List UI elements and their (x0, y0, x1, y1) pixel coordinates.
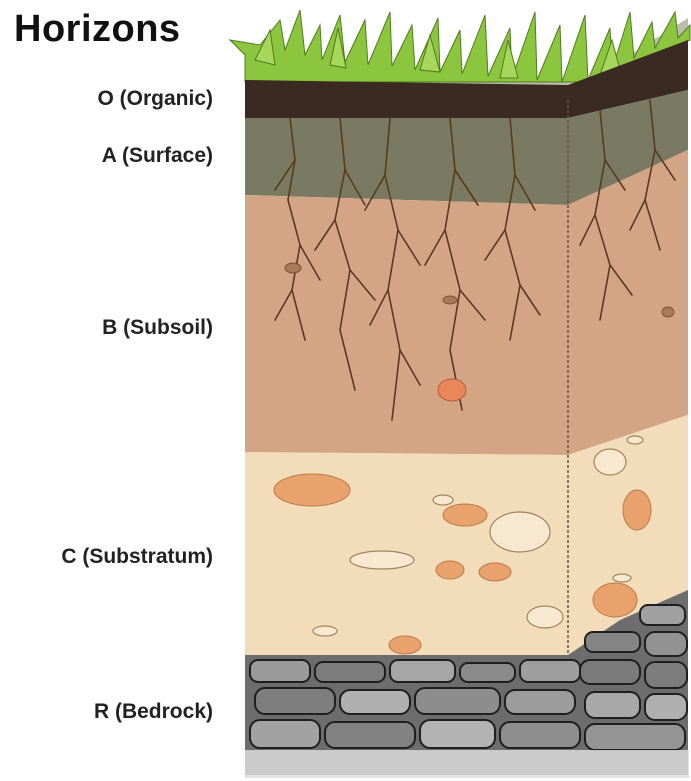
bedrock-fade (245, 750, 689, 778)
diagram-title: Horizons (14, 8, 181, 51)
label-b-horizon: B (Subsoil) (102, 316, 213, 340)
label-r-horizon: R (Bedrock) (94, 700, 213, 724)
subsoil-rock (438, 379, 466, 401)
label-a-horizon: A (Surface) (102, 144, 213, 168)
label-o-horizon: O (Organic) (97, 87, 213, 111)
label-c-horizon: C (Substratum) (61, 545, 213, 569)
